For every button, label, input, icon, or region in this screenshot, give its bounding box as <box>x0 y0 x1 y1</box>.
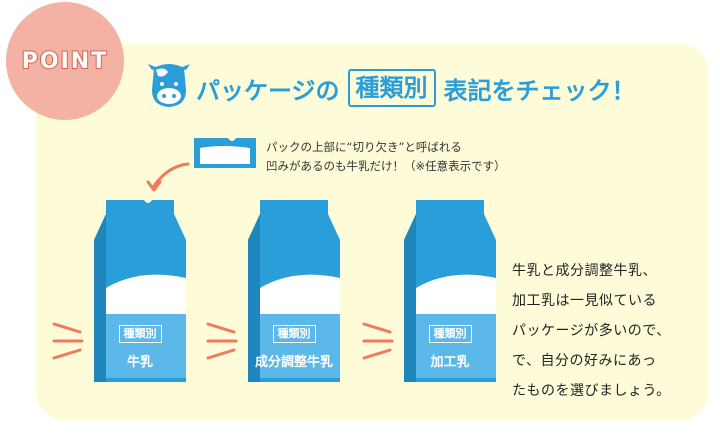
description-line: 加工乳は一見似ている <box>512 293 657 309</box>
headline-after: 表記をチェック！ <box>443 76 636 105</box>
description-line: パッケージが多いので、 <box>512 323 671 339</box>
carton-adjusted-milk: 種類別 成分調整牛乳 <box>246 196 342 386</box>
cow-icon <box>148 64 190 107</box>
carton-name: 成分調整牛乳 <box>254 355 333 370</box>
carton-milk: 種類別 牛乳 <box>92 196 188 386</box>
headline: パッケージの 種類別 表記をチェック！ <box>196 68 636 108</box>
carton-notch-icon <box>194 138 256 168</box>
description-line: で、自分の好みにあっ <box>512 353 657 369</box>
carton-name: 加工乳 <box>430 355 470 370</box>
notch-note: パックの上部に“切り欠き”と呼ばれる 凹みがあるのも牛乳だけ！（※任意表示です） <box>266 138 506 176</box>
carton-processed-milk: 種類別 加工乳 <box>402 196 498 386</box>
carton-name: 牛乳 <box>126 355 153 370</box>
note-line-1: パックの上部に“切り欠き”と呼ばれる <box>266 140 462 154</box>
point-badge: POINT <box>6 2 124 120</box>
carton-tag: 種類別 <box>118 325 162 343</box>
note-line-2: 凹みがあるのも牛乳だけ！（※任意表示です） <box>266 159 506 173</box>
headline-before: パッケージの <box>196 76 340 105</box>
emphasis-dashes-icon <box>52 322 84 360</box>
description-line: 牛乳と成分調整牛乳、 <box>512 263 657 279</box>
carton-tag: 種類別 <box>428 325 472 343</box>
point-badge-text: POINT <box>21 48 109 75</box>
description: 牛乳と成分調整牛乳、 加工乳は一見似ている パッケージが多いので、 で、自分の好… <box>512 256 702 406</box>
emphasis-dashes-icon <box>362 322 394 360</box>
emphasis-dashes-icon <box>206 322 238 360</box>
carton-tag: 種類別 <box>272 325 316 343</box>
curved-arrow-icon <box>146 162 190 192</box>
description-line: たものを選びましょう。 <box>512 383 671 399</box>
headline-boxed: 種類別 <box>347 69 436 107</box>
